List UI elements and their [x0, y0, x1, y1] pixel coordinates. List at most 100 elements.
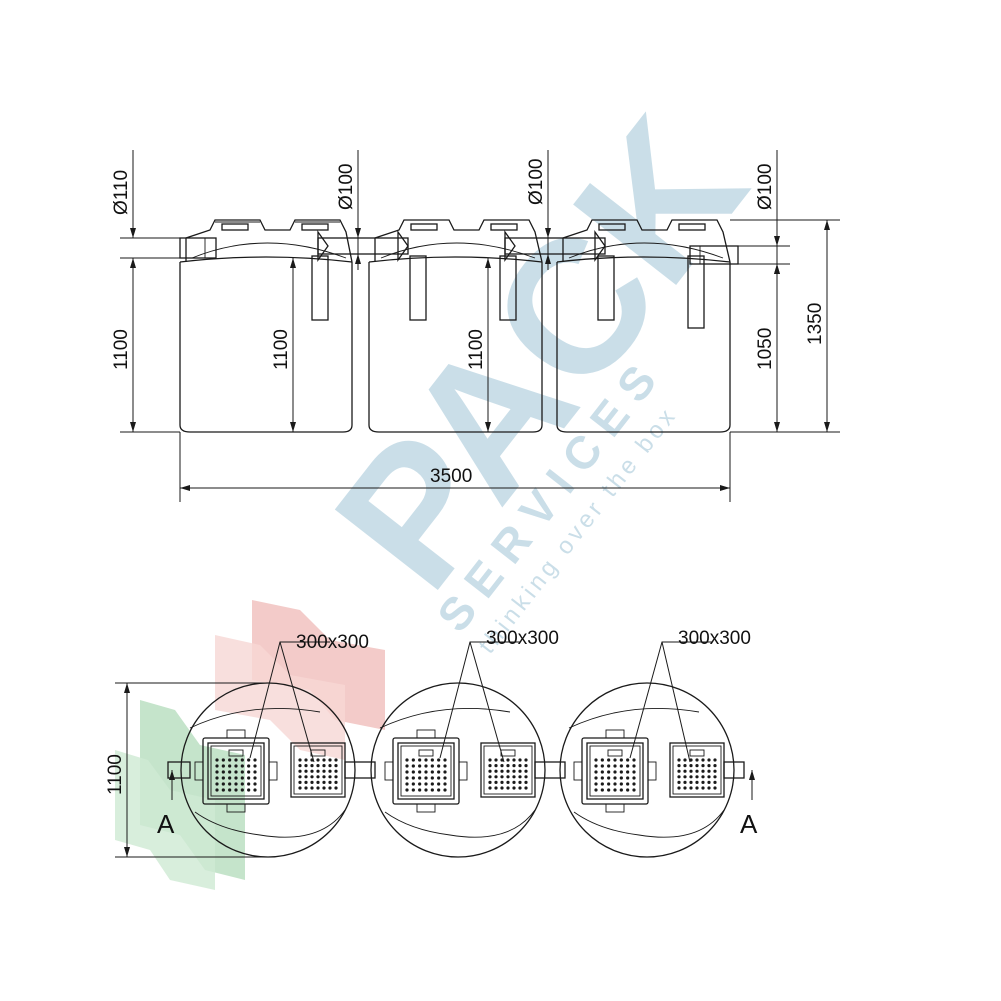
- perforation-hole: [506, 775, 510, 779]
- perforation-hole: [418, 782, 422, 786]
- perforation-hole: [713, 775, 717, 779]
- perforation-hole: [518, 764, 522, 768]
- perforation-hole: [512, 780, 516, 785]
- perforation-hole: [328, 775, 332, 779]
- perforation-hole: [494, 786, 498, 790]
- leaders-1: [249, 641, 330, 763]
- perforation-hole: [683, 780, 687, 785]
- label-inlet-diameter: Ø110: [111, 170, 132, 215]
- perforation-hole: [707, 786, 711, 790]
- perforation-hole: [695, 764, 699, 768]
- perforation-hole: [437, 782, 441, 786]
- perforation-hole: [418, 758, 422, 762]
- perforation-hole: [228, 770, 232, 774]
- perforation-hole: [253, 758, 257, 762]
- perforation-hole: [512, 775, 516, 779]
- perforation-hole: [512, 764, 516, 768]
- perforation-hole: [677, 775, 681, 779]
- perforation-hole: [594, 782, 598, 786]
- perforation-hole: [607, 776, 611, 780]
- perforation-hole: [322, 780, 326, 785]
- label-total-length: 3500: [430, 466, 472, 487]
- perforation-hole: [443, 758, 447, 762]
- perforation-hole: [405, 788, 409, 792]
- perforation-hole: [221, 782, 225, 786]
- perforation-hole: [488, 775, 492, 779]
- tank-body-1: [179, 256, 353, 433]
- section-marker-left: A: [157, 770, 175, 839]
- perforation-hole: [488, 780, 492, 785]
- perforation-hole: [228, 764, 232, 768]
- label-outlet-diameter: Ø100: [755, 164, 776, 210]
- perforation-hole: [322, 786, 326, 790]
- perforation-hole: [437, 764, 441, 768]
- perforation-hole: [234, 764, 238, 768]
- perforation-hole: [298, 764, 302, 768]
- perforation-hole: [310, 780, 314, 785]
- perforation-hole: [411, 770, 415, 774]
- perforation-hole: [701, 764, 705, 768]
- perforation-hole: [310, 786, 314, 790]
- watermark-flag-logo: [115, 600, 385, 890]
- perforation-hole: [328, 780, 332, 785]
- perforation-hole: [234, 788, 238, 792]
- perforation-hole: [247, 758, 251, 762]
- perforation-hole: [506, 764, 510, 768]
- plan-view: 300x300 300x300 300x300 1100 A A: [105, 628, 758, 858]
- perforation-hole: [619, 758, 623, 762]
- perforation-hole: [253, 776, 257, 780]
- perforation-hole: [322, 769, 326, 773]
- tank-top-3: [562, 219, 731, 263]
- perforation-hole: [240, 782, 244, 786]
- perforation-hole: [607, 782, 611, 786]
- perforation-hole: [418, 770, 422, 774]
- perforation-hole: [488, 769, 492, 773]
- perforation-hole: [411, 782, 415, 786]
- perforation-hole: [424, 782, 428, 786]
- perforation-hole: [626, 776, 630, 780]
- perforation-hole: [683, 764, 687, 768]
- leaders-2: [439, 641, 520, 763]
- perforation-hole: [253, 782, 257, 786]
- perforation-hole: [430, 770, 434, 774]
- perforation-hole: [626, 770, 630, 774]
- perforation-hole: [494, 758, 498, 762]
- perforation-hole: [512, 758, 516, 762]
- perforation-hole: [494, 769, 498, 773]
- perforation-hole: [298, 780, 302, 785]
- perforation-hole: [524, 786, 528, 790]
- perforation-hole: [240, 758, 244, 762]
- perforation-hole: [707, 764, 711, 768]
- perforation-hole: [613, 782, 617, 786]
- perforation-hole: [613, 770, 617, 774]
- perforation-hole: [221, 764, 225, 768]
- perforation-hole: [334, 775, 338, 779]
- perforation-hole: [701, 775, 705, 779]
- perforation-hole: [524, 764, 528, 768]
- perforation-hole: [600, 758, 604, 762]
- perforation-hole: [683, 758, 687, 762]
- perforation-hole: [430, 782, 434, 786]
- perforation-hole: [228, 782, 232, 786]
- perforation-hole: [298, 758, 302, 762]
- perforation-hole: [298, 769, 302, 773]
- perforation-hole: [518, 769, 522, 773]
- perforation-hole: [689, 769, 693, 773]
- perforation-hole: [632, 758, 636, 762]
- perforation-hole: [632, 776, 636, 780]
- perforation-hole: [316, 780, 320, 785]
- perforation-hole: [626, 764, 630, 768]
- perforation-hole: [334, 764, 338, 768]
- perforation-hole: [594, 758, 598, 762]
- perforation-hole: [247, 788, 251, 792]
- tank-body-2: [368, 256, 543, 433]
- perforation-hole: [713, 780, 717, 785]
- perforation-hole: [430, 776, 434, 780]
- section-label-left: A: [157, 809, 175, 839]
- access-cover-5: [573, 729, 657, 813]
- perforation-hole: [683, 775, 687, 779]
- perforation-hole: [506, 769, 510, 773]
- perforation-hole: [247, 776, 251, 780]
- perforation-hole: [607, 758, 611, 762]
